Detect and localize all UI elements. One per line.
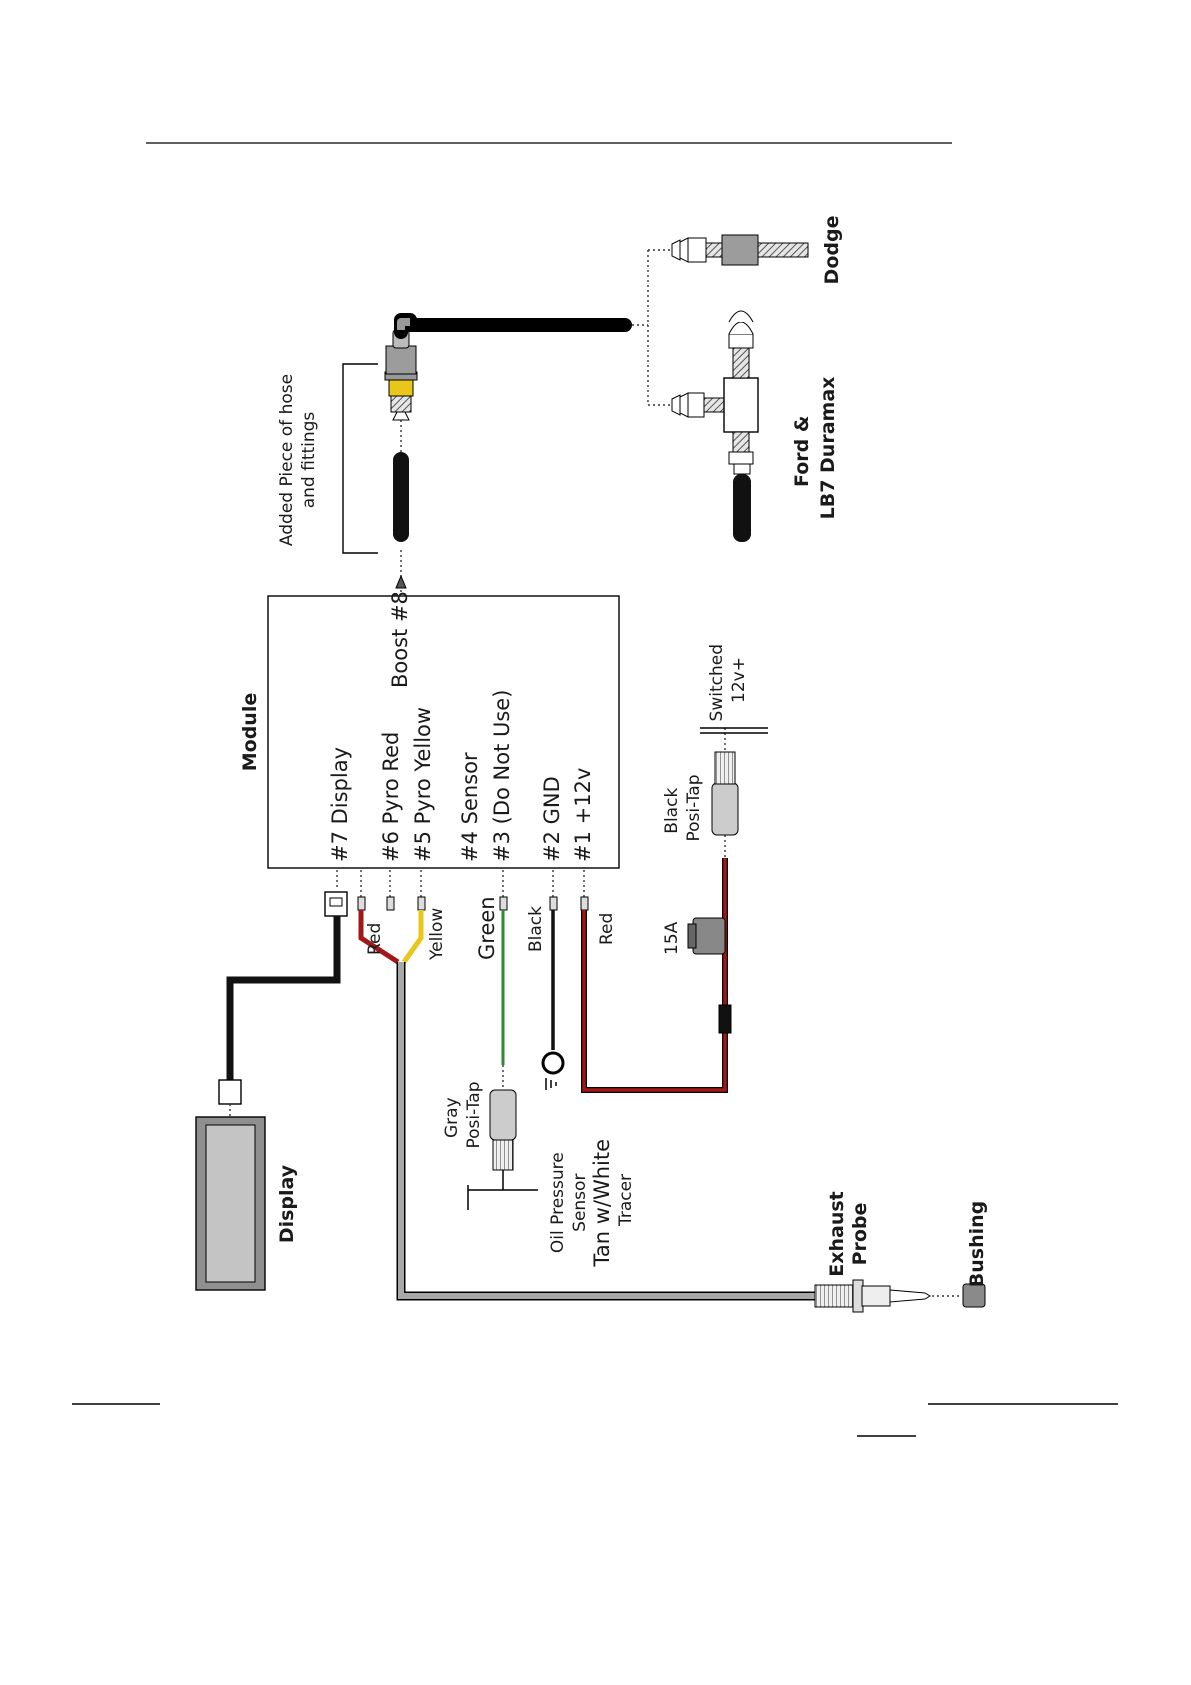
wire-label-red: Red [365, 923, 385, 955]
added-piece-line1: Added Piece of hose [277, 374, 297, 546]
ford-line1: Ford & [791, 416, 813, 487]
dodge-title: Dodge [821, 216, 843, 285]
exhaust-line1: Exhaust [826, 1191, 848, 1277]
wire-label-yellow: Yellow [427, 908, 447, 961]
switched-line2: 12v+ [729, 657, 749, 703]
black-posi-line2: Posi-Tap [684, 775, 704, 842]
oil-sensor-line4: Tracer [616, 1174, 636, 1227]
boost-main-hose [401, 320, 625, 332]
module-box [268, 596, 619, 868]
pin-3-label: #3 (Do Not Use) [490, 690, 514, 862]
boost-barb [396, 576, 406, 588]
pin-1-label: #1 +12v [571, 768, 595, 862]
added-piece-label-2: and fittings [299, 412, 319, 509]
wire-label-red-12v: Red [597, 913, 617, 945]
exhaust-probe-title: Exhaust [826, 1191, 848, 1277]
fuse-holder [688, 918, 725, 954]
pin-5-label: #5 Pyro Yellow [411, 707, 435, 862]
gray-posi-tap [490, 1090, 516, 1190]
pin-2-label: #2 GND [540, 776, 564, 862]
display-screen [206, 1125, 255, 1282]
module-title: Module [239, 693, 261, 772]
ground-ring [543, 1053, 563, 1073]
gray-posi-line1: Gray [442, 1097, 462, 1138]
pin-4-label: #4 Sensor [458, 752, 482, 862]
pin-7-label: #7 Display [328, 747, 352, 862]
black-posi-tap [712, 752, 738, 835]
switched-line1: Switched [707, 644, 727, 721]
boost-hose-lower [393, 452, 409, 542]
switched-label: Switched 12v+ [707, 639, 749, 722]
wire-label-black: Black [526, 906, 546, 952]
dodge-fitting [672, 235, 808, 265]
boost-fittings [385, 330, 417, 420]
black-posi-label: Black Posi-Tap [662, 775, 704, 842]
pyro-yellow-wire [404, 910, 421, 962]
black-posi-line1: Black [662, 788, 682, 834]
wire-label-green: Green [475, 896, 499, 960]
added-piece-label: Added Piece of hose [277, 374, 297, 546]
ford-tee-fitting [672, 311, 758, 542]
oil-sensor-label: Oil Pressure Sensor Tan w/White Tracer [548, 1134, 636, 1268]
added-piece-line2: and fittings [299, 412, 319, 509]
bushing-title: Bushing [966, 1201, 988, 1287]
exhaust-probe [815, 1280, 930, 1312]
gray-posi-label: Gray Posi-Tap [442, 1082, 484, 1149]
inline-connector [719, 1005, 731, 1033]
oil-sensor-line3: Tan w/White [590, 1139, 614, 1268]
fuse-label: 15A [662, 921, 682, 955]
display-cable [230, 916, 337, 1080]
exhaust-probe-title-2: Probe [849, 1203, 871, 1266]
added-piece-bracket [343, 364, 378, 553]
display-cable-plug [219, 1080, 241, 1104]
ground-symbol [546, 1078, 556, 1090]
exhaust-line2: Probe [849, 1203, 871, 1266]
display-title: Display [276, 1164, 298, 1243]
oil-sensor-line2: Sensor [570, 1174, 590, 1232]
oil-sensor-line1: Oil Pressure [548, 1152, 568, 1253]
pin-connectors [325, 870, 588, 916]
pin-6-label: #6 Pyro Red [379, 732, 403, 862]
gray-posi-line2: Posi-Tap [464, 1082, 484, 1149]
pin-8-label: Boost #8 [388, 591, 412, 688]
ford-line2: LB7 Duramax [817, 377, 839, 520]
ford-title: Ford & LB7 Duramax [791, 377, 839, 520]
